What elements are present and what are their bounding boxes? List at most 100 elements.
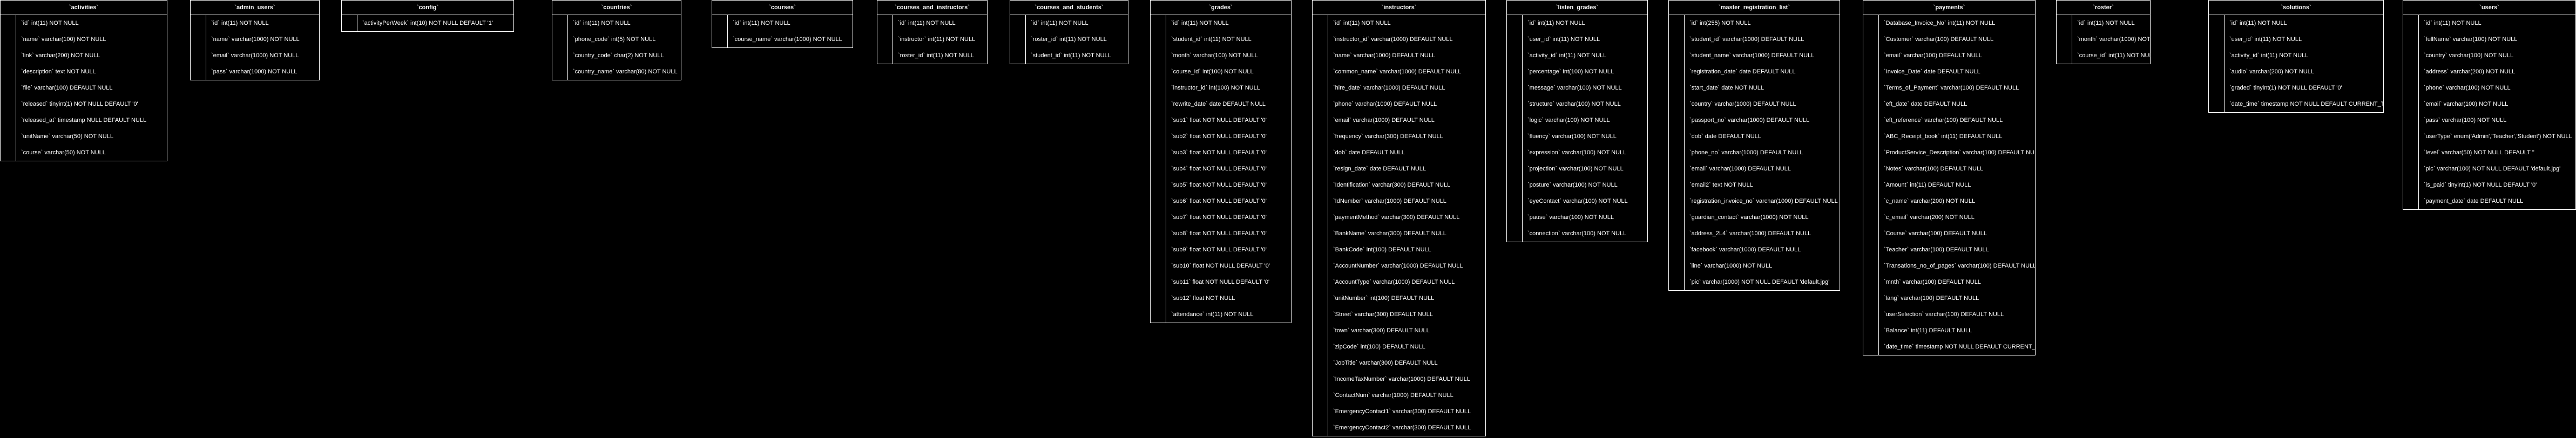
table-field-row: `student_name` varchar(1000) DEFAULT NUL… [1669, 47, 1840, 64]
field-definition: `released_at` timestamp NULL DEFAULT NUL… [21, 117, 147, 124]
table-field-row: `id` int(11) NOT NULL [552, 15, 681, 31]
field-definition: `passport_no` varchar(1000) DEFAULT NULL [1689, 117, 1810, 124]
table-field-row: `student_id` int(11) NOT NULL [1151, 31, 1291, 47]
field-definition: `level` varchar(50) NOT NULL DEFAULT '' [2424, 149, 2534, 156]
table-countries[interactable]: `countries``id` int(11) NOT NULL`phone_c… [552, 0, 681, 80]
field-definition: `course` varchar(50) NOT NULL [21, 149, 106, 156]
field-definition: `attendance` int(11) NOT NULL [1171, 311, 1254, 318]
table-field-row: `id` int(11) NOT NULL [1507, 15, 1647, 31]
field-definition: `description` text NOT NULL [21, 69, 96, 75]
field-definition: `guardian_contact` varchar(1000) NOT NUL… [1689, 214, 1809, 221]
table-courses-and-students[interactable]: `courses_and_students``id` int(11) NOT N… [1010, 0, 1128, 64]
table-field-row: `fluency` varchar(100) NOT NULL [1507, 128, 1647, 145]
table-field-row: `message` varchar(100) NOT NULL [1507, 80, 1647, 96]
field-definition: `registration_date` date DEFAULT NULL [1689, 69, 1796, 75]
table-field-row: `id` int(11) NOT NULL [877, 15, 987, 31]
table-field-row: `Teacher` varchar(100) DEFAULT NULL [1863, 242, 2035, 258]
table-field-row: `registration_invoice_no` varchar(1000) … [1669, 193, 1840, 209]
field-definition: `user_id` int(11) NOT NULL [1527, 36, 1600, 43]
table-config[interactable]: `config``activityPerWeek` int(10) NOT NU… [341, 0, 514, 32]
field-definition: `id` int(11) NOT NULL [1333, 20, 1391, 26]
table-field-row: `link` varchar(200) NOT NULL [1, 47, 167, 64]
table-field-row: `sub6` float NOT NULL DEFAULT '0' [1151, 193, 1291, 209]
table-header: `courses_and_instructors` [877, 1, 987, 15]
field-definition: `id` int(255) NOT NULL [1689, 20, 1751, 26]
field-definition: `expression` varchar(100) NOT NULL [1527, 149, 1627, 156]
table-field-row: `country` varchar(100) NOT NULL [2403, 47, 2575, 64]
table-field-row: `pic` varchar(1000) NOT NULL DEFAULT 'de… [1669, 274, 1840, 290]
field-definition: `activity_id` int(11) NOT NULL [1527, 52, 1607, 59]
table-field-row: `Street` varchar(300) DEFAULT NULL [1313, 306, 1485, 323]
table-field-row: `course_name` varchar(1000) NOT NULL [712, 31, 853, 47]
table-header: `countries` [552, 1, 681, 15]
field-definition: `Balance` int(11) DEFAULT NULL [1884, 327, 1972, 334]
field-definition: `c_email` varchar(200) NOT NULL [1884, 214, 1975, 221]
table-field-row: `email` varchar(1000) NOT NULL [191, 47, 319, 64]
table-field-row: `passport_no` varchar(1000) DEFAULT NULL [1669, 112, 1840, 128]
table-field-row: `instructor` int(11) NOT NULL [877, 31, 987, 47]
field-definition: `sub1` float NOT NULL DEFAULT '0' [1171, 117, 1267, 124]
table-instructors[interactable]: `instructors``id` int(11) NOT NULL`instr… [1312, 0, 1486, 436]
table-field-row: `released_at` timestamp NULL DEFAULT NUL… [1, 112, 167, 128]
field-definition: `activityPerWeek` int(10) NOT NULL DEFAU… [362, 20, 493, 26]
table-fields: `id` int(11) NOT NULL`fullName` varchar(… [2403, 15, 2575, 209]
field-definition: `id` int(11) NOT NULL [2424, 20, 2482, 26]
table-admin-users[interactable]: `admin_users``id` int(11) NOT NULL`name`… [190, 0, 320, 80]
table-field-row: `instructor_id` int(100) NOT NULL [1151, 80, 1291, 96]
table-listen-grades[interactable]: `listen_grades``id` int(11) NOT NULL `use… [1506, 0, 1648, 242]
field-definition: `posture` varchar(100) NOT NULL [1527, 182, 1618, 188]
table-field-row: `is_paid` tinyint(1) NOT NULL DEFAULT '0… [2403, 177, 2575, 193]
table-payments[interactable]: `payments``Database_Invoice_No` int(11) … [1863, 0, 2036, 355]
table-field-row: `user_id` int(11) NOT NULL [2209, 31, 2383, 47]
table-activities[interactable]: `activities``id` int(11) NOT NULL`name` … [0, 0, 167, 161]
table-field-row: `id` int(11) NOT NULL [1313, 15, 1485, 31]
field-definition: `unitName` varchar(50) NOT NULL [21, 133, 113, 140]
table-field-row: `course_id` int(11) NOT NULL [2057, 47, 2150, 64]
table-master-registration-list[interactable]: `master_registration_list``id` int(255) … [1668, 0, 1840, 291]
field-definition: `phone_no` varchar(1000) DEFAULT NULL [1689, 149, 1803, 156]
field-definition: `address` varchar(200) NOT NULL [2424, 69, 2516, 75]
field-definition: `dob` date DEFAULT NULL [1333, 149, 1405, 156]
table-field-row: `EmergencyContact1` varchar(300) DEFAULT… [1313, 403, 1485, 420]
field-definition: `email` varchar(1000) DEFAULT NULL [1333, 117, 1435, 124]
field-definition: `Transations_no_of_pages` varchar(100) D… [1884, 263, 2035, 269]
field-definition: `id` int(11) NOT NULL [733, 20, 790, 26]
field-definition: `Teacher` varchar(100) DEFAULT NULL [1884, 247, 1989, 253]
field-definition: `dob` date DEFAULT NULL [1689, 133, 1761, 140]
table-fields: `id` int(11) NOT NULL`name` varchar(100)… [1, 15, 167, 161]
field-definition: `payment_date` date DEFAULT NULL [2424, 198, 2524, 204]
table-header: `listen_grades` [1507, 1, 1647, 15]
field-definition: `month` varchar(100) NOT NULL [1171, 52, 1258, 59]
field-definition: `Customer` varchar(100) DEFAULT NULL [1884, 36, 1994, 43]
table-fields: `id` int(11) NOT NULL`instructor_id` var… [1313, 15, 1485, 436]
table-field-row: `lang` varchar(100) DEFAULT NULL [1863, 290, 2035, 306]
field-definition: `instructor` int(11) NOT NULL [898, 36, 976, 43]
table-field-row: `userType` enum('Admin','Teacher','Stude… [2403, 128, 2575, 145]
field-definition: `email` varchar(1000) DEFAULT NULL [1689, 166, 1791, 172]
field-definition: `Street` varchar(300) DEFAULT NULL [1333, 311, 1433, 318]
table-field-row: `roster_id` int(11) NOT NULL [877, 47, 987, 64]
field-definition: `message` varchar(100) NOT NULL [1527, 85, 1622, 91]
field-definition: `eyeContact` varchar(100) NOT NULL [1527, 198, 1628, 204]
field-definition: `fluency` varchar(100) NOT NULL [1527, 133, 1617, 140]
table-field-row: `sub8` float NOT NULL DEFAULT '0' [1151, 225, 1291, 242]
field-definition: `frequency` varchar(300) DEFAULT NULL [1333, 133, 1443, 140]
table-fields: `activityPerWeek` int(10) NOT NULL DEFAU… [342, 15, 513, 31]
field-definition: `country_name` varchar(80) NOT NULL [573, 69, 678, 75]
field-definition: `logic` varchar(100) NOT NULL [1527, 117, 1610, 124]
table-users[interactable]: `users``id` int(11) NOT NULL`fullName` v… [2403, 0, 2576, 210]
field-definition: `Invoice_Date` date DEFAULT NULL [1884, 69, 1980, 75]
table-header: `admin_users` [191, 1, 319, 15]
table-field-row: `eyeContact` varchar(100) NOT NULL [1507, 193, 1647, 209]
table-courses-and-instructors[interactable]: `courses_and_instructors``id` int(11) NO… [877, 0, 988, 64]
table-grades[interactable]: `grades``id` int(11) NOT NULL`student_id… [1150, 0, 1292, 323]
field-definition: `sub10` float NOT NULL DEFAULT '0' [1171, 263, 1270, 269]
table-roster[interactable]: `roster``id` int(11) NOT NULL`month` var… [2056, 0, 2151, 64]
field-definition: `name` varchar(100) NOT NULL [21, 36, 106, 43]
table-field-row: `file` varchar(100) DEFAULT NULL [1, 80, 167, 96]
table-courses[interactable]: `courses``id` int(11) NOT NULL`course_na… [712, 0, 853, 48]
table-field-row: `user_id` int(11) NOT NULL [1507, 31, 1647, 47]
table-field-row: `Transations_no_of_pages` varchar(100) D… [1863, 258, 2035, 274]
table-field-row: `released` tinyint(1) NOT NULL DEFAULT '… [1, 96, 167, 112]
table-solutions[interactable]: `solutions``id` int(11) NOT NULL`user_id… [2208, 0, 2384, 113]
